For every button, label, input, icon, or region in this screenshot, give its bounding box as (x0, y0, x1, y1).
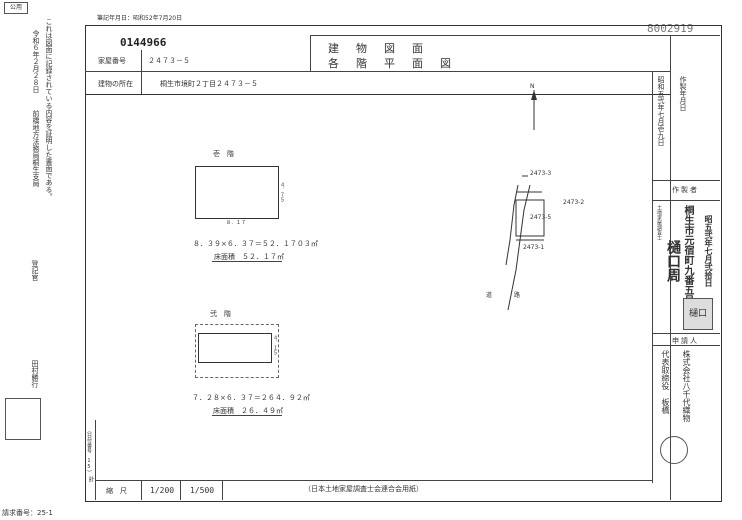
second-floor-outline (198, 333, 272, 363)
request-number: 請求番号：25-1 (2, 509, 53, 517)
first-floor-heading: 壱 階 (213, 150, 234, 158)
creation-date-label: 作製年月日 (679, 76, 687, 111)
second-floor-heading: 弐 階 (210, 310, 231, 318)
certification-text: これは図面に記録されている内容を証明した書面である。 (45, 18, 53, 200)
registrar-title: 登記官 (31, 260, 39, 281)
record-meta: 筆記年月日：昭和52年7月20日 (97, 15, 183, 22)
lot-2473-1: 2473-1 (523, 244, 545, 251)
applicant-representative: 代表取締役 板橋 (661, 350, 670, 414)
second-floor-upper-outline (195, 324, 279, 378)
site-map (505, 90, 545, 311)
location-label: 建物の所在 (98, 80, 133, 88)
maker-name: 樋口周 (665, 240, 681, 282)
title-block (85, 50, 670, 95)
certification-date: 令和６年２月２８日 (32, 30, 40, 93)
lot-2473-3: 2473-3 (530, 170, 552, 177)
first-floor-side-dim: ４．７５ (279, 182, 285, 202)
certification-office: 前橋地方法務局桐生支局 (32, 110, 40, 187)
north-arrow: N (530, 83, 535, 90)
first-floor-area: 床面積 ５２．１７㎡ (214, 253, 284, 261)
applicant-label: 申請人 (672, 337, 699, 345)
drawing-title-2: 各 階 平 面 図 (328, 57, 454, 70)
drawing-title-1: 建 物 図 面 (328, 42, 426, 55)
maker-label: 作製者 (672, 186, 699, 194)
document-number: 0144966 (120, 36, 167, 49)
location-value: 桐生市境町２丁目２４７３－５ (160, 80, 258, 88)
measure-label: 計 (87, 476, 94, 482)
first-floor-calc: ８．３９×６．３７＝５２．１７０３㎡ (193, 240, 318, 248)
scale-1-500: 1/500 (190, 486, 215, 495)
second-floor-area: 床面積 ２６．４９㎡ (213, 407, 283, 415)
maker-subtitle: 土地家屋調査士 (656, 205, 662, 240)
road-label: 道 路 (486, 292, 529, 299)
main-frame (85, 25, 722, 502)
paper-label: （日本土地家屋調査士会連合会用紙） (304, 485, 423, 493)
house-number-label: 家屋番号 (98, 57, 126, 65)
registrar-seal (5, 398, 41, 440)
date-number-note: （日付番号 15） (86, 428, 92, 475)
lot-2473-5: 2473-5 (530, 214, 552, 221)
first-floor-outline (195, 166, 279, 219)
maker-address: 桐生市元宿町九番五号 (682, 205, 693, 305)
maker-seal: 樋口 (683, 298, 713, 330)
first-floor-bottom-dim: ８．１７ (226, 220, 247, 226)
second-floor-calc: ７．２８×６．３７＝２６４．９２㎡ (192, 394, 310, 402)
scale-label: 縮 尺 (106, 487, 127, 495)
creation-date: 昭和五弐年七月壱九日 (657, 76, 665, 146)
registrar-name: 田村勝行 (31, 360, 39, 388)
side-date-stamp: 昭五弐年七月弐拾日 (704, 215, 713, 287)
lot-2473-2: 2473-2 (563, 199, 585, 206)
applicant-name: 株式会社八千代織物 (682, 350, 691, 422)
second-floor-side-dim: ４．１５ (272, 335, 278, 355)
house-number-value: ２４７３－５ (148, 57, 190, 65)
applicant-seal (660, 436, 688, 464)
public-use-tag: 公用 (4, 2, 28, 14)
scale-1-200: 1/200 (150, 486, 175, 495)
